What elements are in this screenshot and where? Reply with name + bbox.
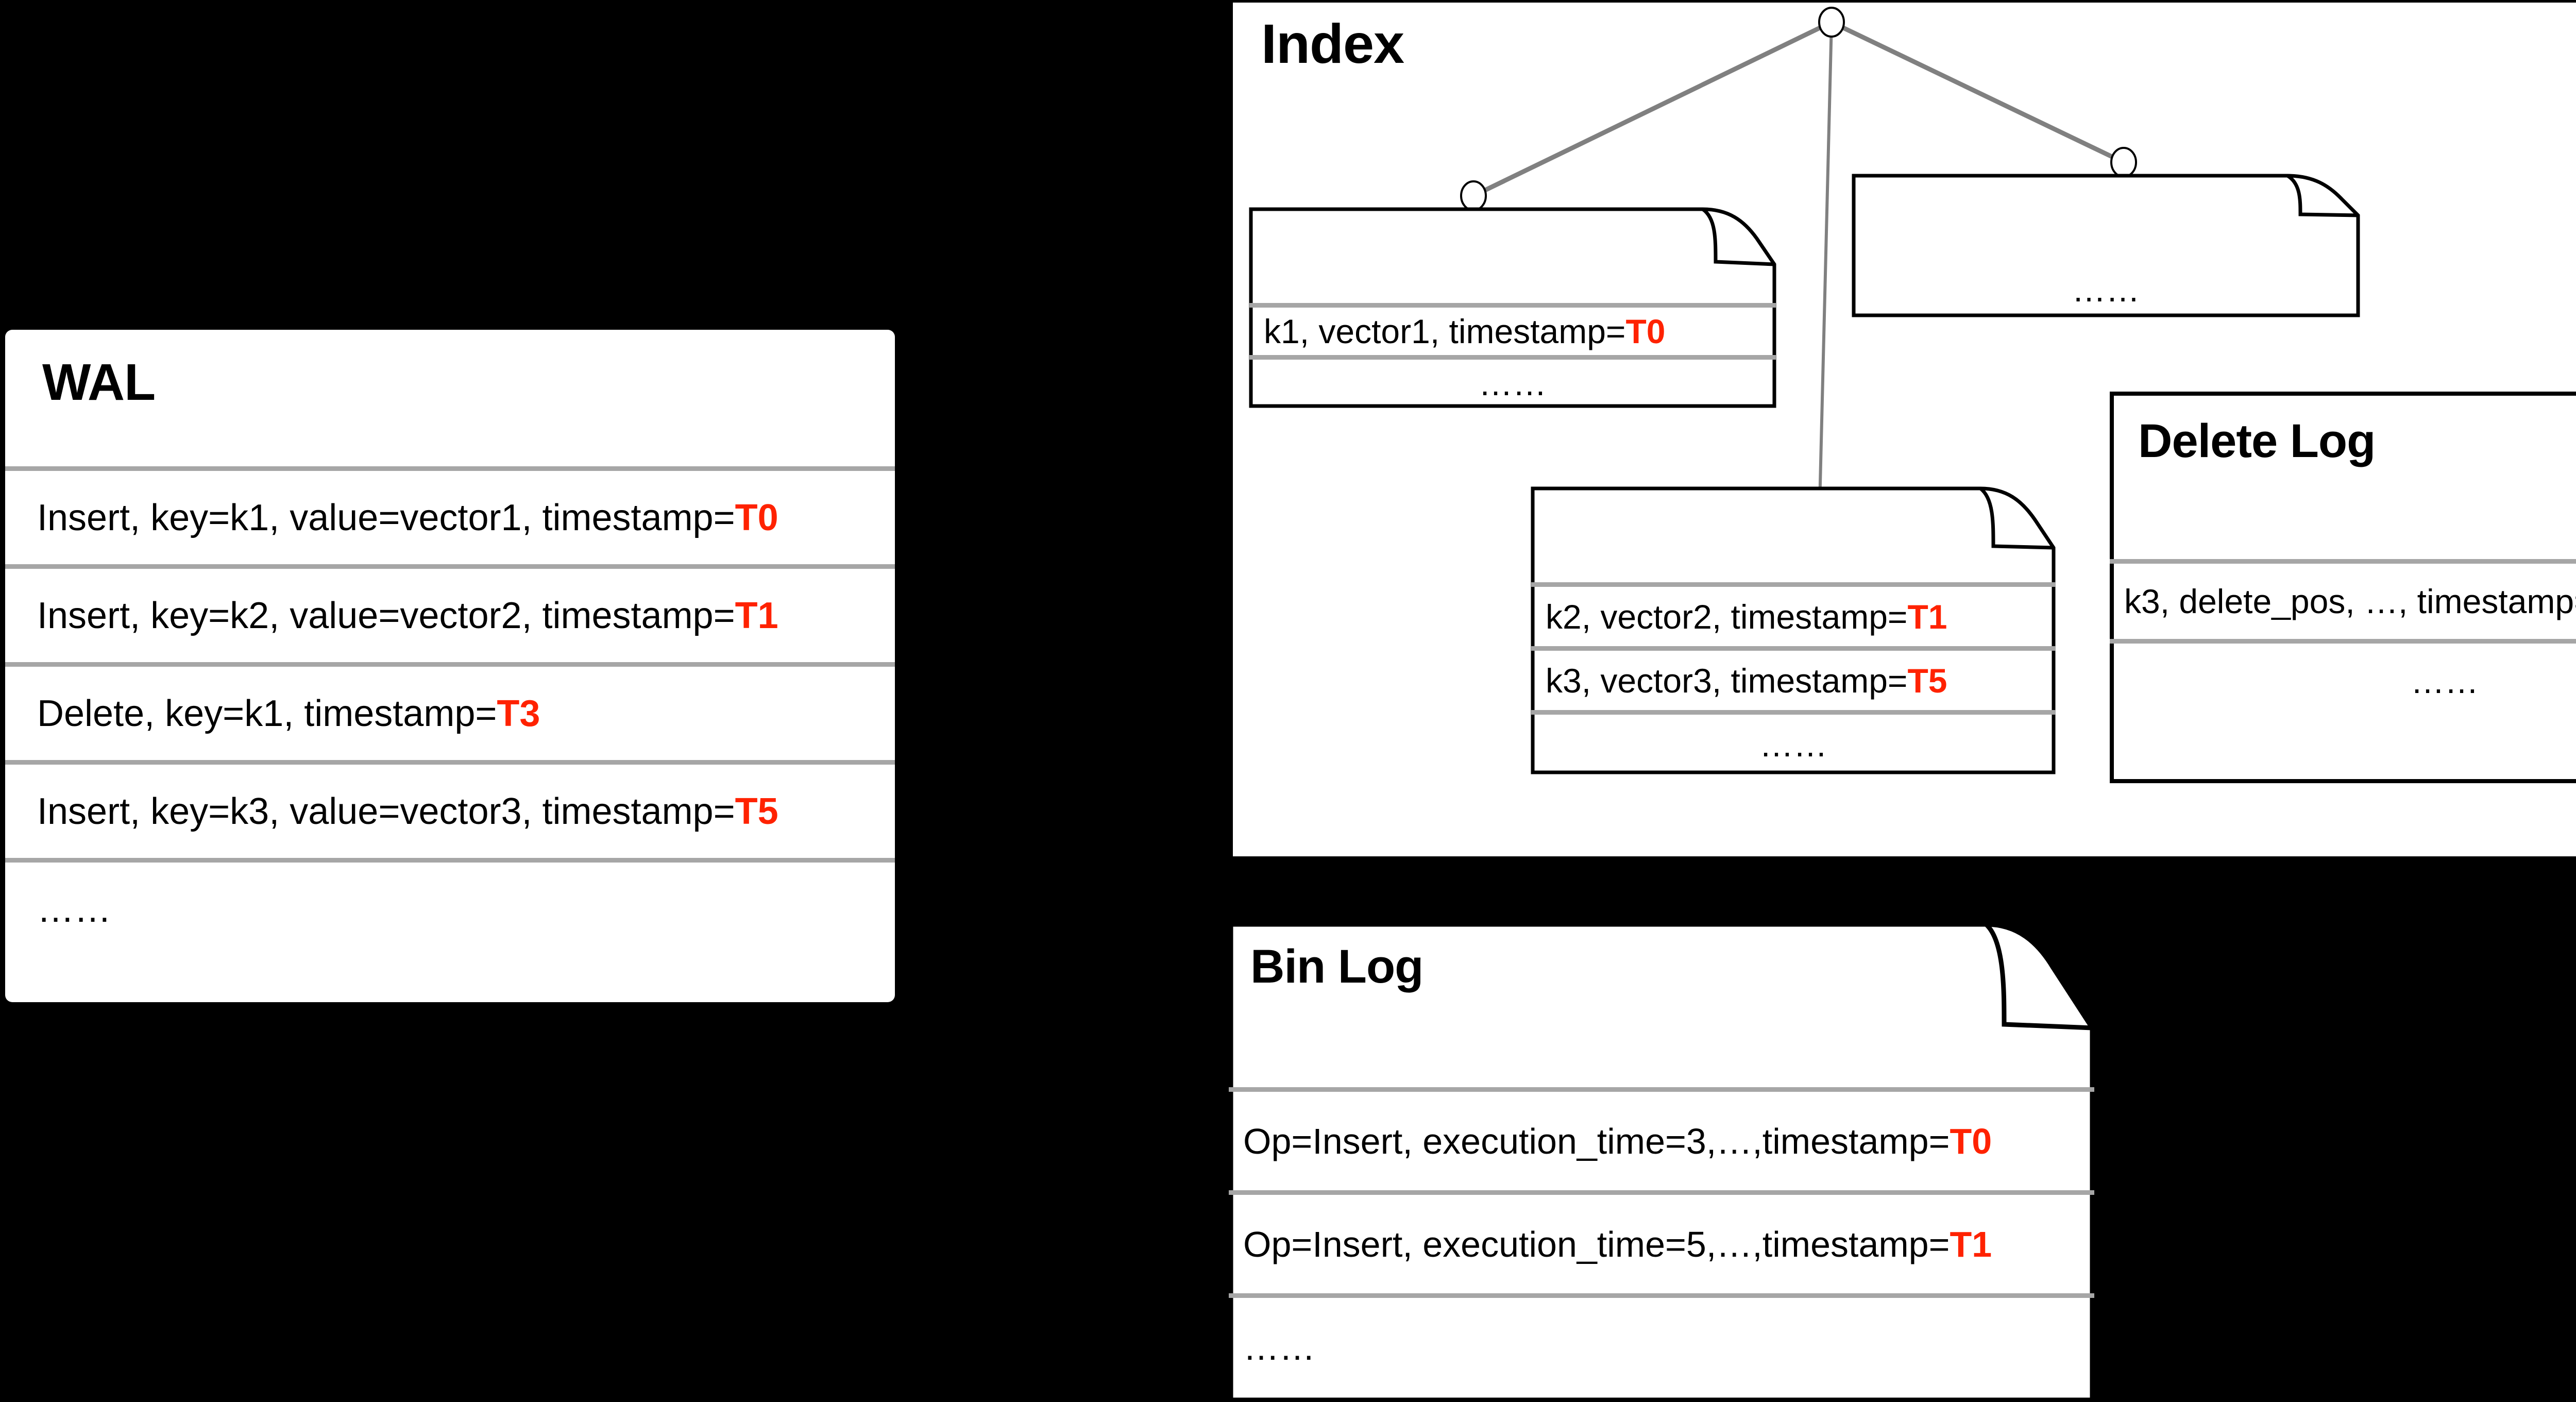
wal-row: Insert, key=k1, value=vector1, timestamp… bbox=[5, 466, 895, 564]
row-text: Insert, key=k1, value=vector1, timestamp… bbox=[37, 497, 778, 538]
index-leaf-ellipsis: …… bbox=[1852, 174, 2360, 317]
wal-row: …… bbox=[5, 858, 895, 956]
row-text: Op=Insert, execution_time=3,…,timestamp=… bbox=[1243, 1121, 1992, 1161]
bin-log-row-list: Op=Insert, execution_time=3,…,timestamp=… bbox=[1229, 922, 2094, 1402]
row-text: k3, delete_pos, …, timestamp=T3 bbox=[2124, 582, 2576, 620]
timestamp-value: T0 bbox=[1625, 312, 1666, 350]
leaf-row: …… bbox=[1852, 262, 2360, 317]
row-text: …… bbox=[2411, 662, 2479, 700]
delete-log-row: …… bbox=[2110, 639, 2576, 719]
timestamp-value: T5 bbox=[1907, 661, 1947, 700]
row-text: Delete, key=k1, timestamp=T3 bbox=[37, 692, 540, 734]
row-text: …… bbox=[1479, 364, 1547, 402]
wal-row: Delete, key=k1, timestamp=T3 bbox=[5, 662, 895, 760]
row-text: k2, vector2, timestamp=T1 bbox=[1546, 597, 1947, 636]
delete-log-title: Delete Log bbox=[2138, 415, 2376, 467]
document-shape-icon bbox=[1228, 922, 2095, 1402]
delete-log-row-list: k3, delete_pos, …, timestamp=T3 …… bbox=[2110, 392, 2576, 783]
row-text: Op=Insert, execution_time=5,…,timestamp=… bbox=[1243, 1224, 1992, 1264]
tree-child-node[interactable] bbox=[1460, 180, 1487, 211]
tree-edge bbox=[1818, 22, 1833, 526]
row-text: …… bbox=[1243, 1327, 1315, 1367]
timestamp-value: T5 bbox=[735, 790, 778, 832]
wal-row: Insert, key=k3, value=vector3, timestamp… bbox=[5, 760, 895, 858]
leaf-row-list: k2, vector2, timestamp=T1 k3, vector3, ti… bbox=[1531, 487, 2056, 774]
row-text: k3, vector3, timestamp=T5 bbox=[1546, 661, 1947, 700]
timestamp-value: T1 bbox=[1950, 1224, 1992, 1264]
document-shape-icon bbox=[2110, 392, 2576, 783]
delete-log-row: k3, delete_pos, …, timestamp=T3 bbox=[2110, 559, 2576, 639]
bin-log-row: Op=Insert, execution_time=3,…,timestamp=… bbox=[1229, 1087, 2094, 1190]
document-shape-icon bbox=[1852, 174, 2360, 317]
leaf-row: …… bbox=[1531, 710, 2056, 774]
index-leaf-k2-k3: k2, vector2, timestamp=T1 k3, vector3, ti… bbox=[1531, 486, 2056, 774]
bin-log-panel: Bin Log Op=Insert, execution_time=3,…,ti… bbox=[1228, 922, 2095, 1402]
leaf-row: k3, vector3, timestamp=T5 bbox=[1531, 646, 2056, 710]
leaf-row-list: …… bbox=[1852, 174, 2360, 317]
leaf-row: k1, vector1, timestamp=T0 bbox=[1249, 303, 1776, 355]
wal-row: Insert, key=k2, value=vector2, timestamp… bbox=[5, 564, 895, 662]
tree-child-node[interactable] bbox=[2110, 147, 2137, 178]
leaf-row: …… bbox=[1249, 355, 1776, 407]
timestamp-value: T0 bbox=[735, 497, 778, 538]
index-title: Index bbox=[1261, 12, 1404, 75]
wal-title: WAL bbox=[42, 353, 156, 411]
bin-log-row: …… bbox=[1229, 1293, 2094, 1396]
document-shape-icon bbox=[1531, 486, 2056, 774]
leaf-row-list: k1, vector1, timestamp=T0 …… bbox=[1249, 208, 1776, 408]
index-leaf-k1: k1, vector1, timestamp=T0 …… bbox=[1249, 207, 1776, 408]
row-text: Insert, key=k2, value=vector2, timestamp… bbox=[37, 595, 778, 636]
row-text: …… bbox=[1759, 725, 1827, 764]
wal-panel: WAL Insert, key=k1, value=vector1, times… bbox=[5, 330, 895, 1002]
row-text: Insert, key=k3, value=vector3, timestamp… bbox=[37, 790, 778, 832]
leaf-row: k2, vector2, timestamp=T1 bbox=[1531, 582, 2056, 646]
tree-edge bbox=[1472, 20, 1833, 198]
timestamp-value: T1 bbox=[1907, 597, 1947, 636]
timestamp-value: T3 bbox=[497, 692, 540, 734]
row-text: …… bbox=[37, 888, 111, 930]
bin-log-title: Bin Log bbox=[1250, 940, 1423, 993]
timestamp-value: T1 bbox=[735, 595, 778, 636]
bin-log-row: Op=Insert, execution_time=5,…,timestamp=… bbox=[1229, 1190, 2094, 1293]
tree-root-node[interactable] bbox=[1818, 7, 1845, 38]
row-text: …… bbox=[2072, 270, 2140, 309]
row-text: k1, vector1, timestamp=T0 bbox=[1264, 312, 1666, 350]
timestamp-value: T0 bbox=[1950, 1121, 1992, 1161]
delete-log-panel: Delete Log k3, delete_pos, …, timestamp=… bbox=[2110, 392, 2576, 783]
tree-edge bbox=[1831, 20, 2125, 165]
